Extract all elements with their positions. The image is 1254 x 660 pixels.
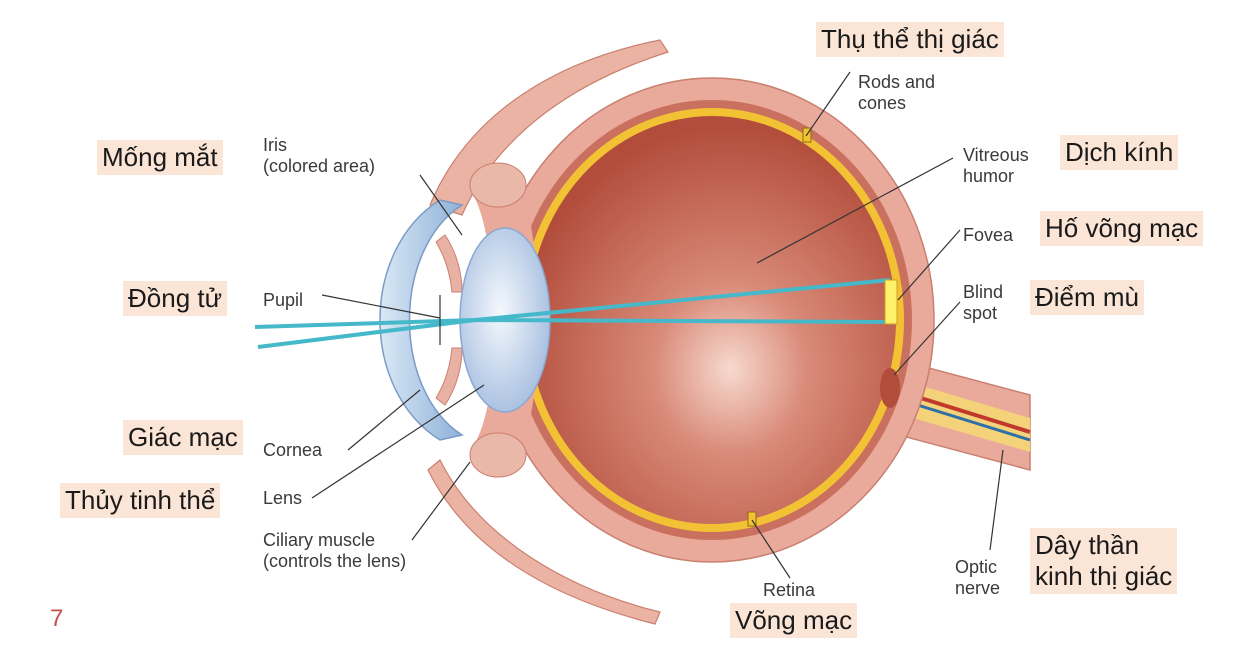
label-fovea: Fovea [963,225,1013,246]
iris-upper [435,234,463,293]
label-fovea-line1: Fovea [963,225,1014,245]
label-vitreous: Vitreous humor [963,145,1029,186]
label-iris: Iris (colored area) [263,135,375,176]
ciliary-upper [469,162,527,208]
label-ciliary: Ciliary muscle (controls the lens) [263,530,406,571]
vi-label-vong-mac: Võng mạc [730,603,858,639]
label-optic-line2: nerve [955,577,1001,598]
lower-eyelid [427,459,661,625]
label-cornea-line1: Cornea [263,440,323,460]
label-pupil-line1: Pupil [263,290,304,310]
vi-label-dich-kinh: Dịch kính [1060,135,1179,171]
vi-label-thuy-tinh-the: Thủy tinh thể [60,483,221,519]
label-iris-line1: Iris [263,135,287,155]
label-blind-line2: spot [963,302,998,323]
label-retina-line1: Retina [763,580,816,600]
label-pupil: Pupil [263,290,303,311]
blind-spot [880,368,900,408]
label-iris-line2: (colored area) [263,155,376,176]
fovea-marker [884,279,898,325]
retina-marker [747,511,757,527]
label-retina: Retina [763,580,815,601]
label-cornea: Cornea [263,440,322,461]
label-rods-line1: Rods and [858,72,936,92]
label-optic-line1: Optic [955,557,998,577]
iris-lower [435,347,463,406]
light-ray-lower [257,317,891,349]
label-vitreous-line2: humor [963,165,1015,186]
label-blind: Blind spot [963,282,1003,323]
label-optic: Optic nerve [955,557,1000,598]
label-rods-line2: cones [858,92,907,113]
vi-label-dong-tu: Đồng tử [123,281,228,317]
leader-lines [311,71,1004,579]
vi-label-giac-mac: Giác mạc [123,420,243,456]
label-lens-line1: Lens [263,488,303,508]
label-vitreous-line1: Vitreous [963,145,1029,165]
vi-label-thu-the: Thụ thể thị giác [816,22,1004,58]
vi-label-day-than-kinh-line2: kinh thị giác [1035,561,1173,592]
vi-label-mong-mat: Mống mắt [97,140,223,176]
ciliary-lower [469,432,527,478]
vi-label-day-than-kinh: Dây thần kinh thị giác [1030,528,1178,595]
page-number: 7 [50,605,64,632]
label-ciliary-line2: (controls the lens) [263,550,407,571]
label-ciliary-line1: Ciliary muscle [263,530,376,550]
cornea [379,199,464,441]
upper-eyelid [429,39,669,216]
vi-label-diem-mu: Điểm mù [1030,280,1145,316]
vi-label-ho-vong-mac: Hố võng mạc [1040,211,1204,247]
label-rods: Rods and cones [858,72,935,113]
label-blind-line1: Blind [963,282,1004,302]
vi-label-day-than-kinh-line1: Dây thần [1035,530,1140,560]
label-lens: Lens [263,488,302,509]
